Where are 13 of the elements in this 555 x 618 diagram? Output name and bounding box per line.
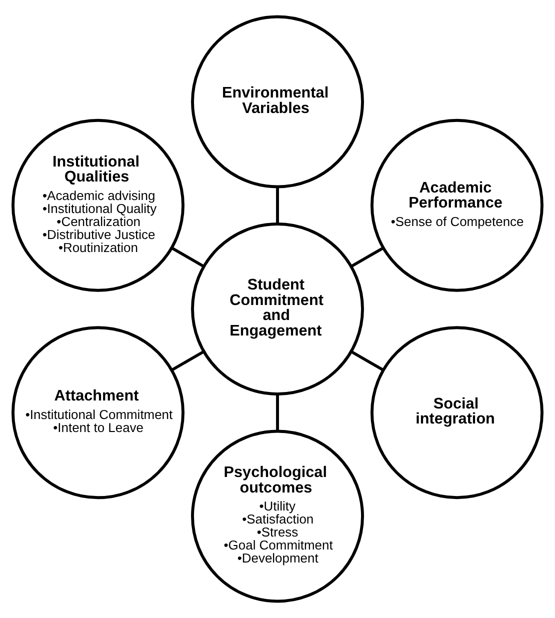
node-circle: Psychological outcomes •Utility •Satisfaction •Stress •Goal Commitment •Development xyxy=(191,430,364,603)
connector xyxy=(350,246,384,268)
connector xyxy=(350,350,384,372)
connector xyxy=(171,350,204,372)
node-circle: Social integration xyxy=(370,326,544,500)
node-circle: Academic Performance •Sense of Competence xyxy=(370,118,544,292)
node-circle: Environmental Variables xyxy=(191,15,364,188)
connector xyxy=(276,186,279,224)
connector xyxy=(276,394,279,432)
node-circle: Institutional Qualities •Academic advising •Institutional Quality •Centralization •Distributive Justice •Routinization xyxy=(12,118,184,292)
connector xyxy=(171,246,204,268)
node-circle: Attachment •Institutional Commitment •Intent to Leave xyxy=(12,326,184,500)
node-circle: Student Commitment and Engagement xyxy=(191,222,364,396)
